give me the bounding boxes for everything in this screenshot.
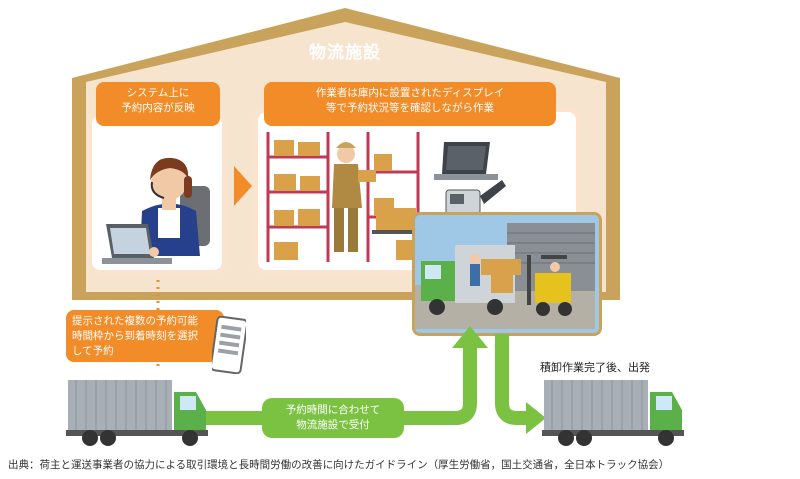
warehouse-worker-illustration — [266, 132, 506, 262]
callout-system-reflect: システム上に 予約内容が反映 — [96, 82, 220, 126]
callout-reservation-line3: して予約 — [72, 345, 114, 357]
callout-worker-display: 作業者は庫内に設置されたディスプレイ 等で予約状況等を確認しながら作業 — [264, 82, 556, 126]
loading-dock-scene — [412, 212, 602, 336]
callout-worker-display-line1: 作業者は庫内に設置されたディスプレイ — [315, 87, 505, 99]
callout-worker-display-line2: 等で予約状況等を確認しながら作業 — [326, 102, 494, 114]
callout-system-reflect-line1: システム上に — [126, 87, 190, 99]
departure-label: 積卸作業完了後、出発 — [540, 361, 650, 374]
operator-panel — [88, 112, 226, 274]
forklift-illustration — [415, 223, 595, 329]
callout-system-reflect-line2: 予約内容が反映 — [121, 102, 195, 114]
callout-arrival-line1: 予約時間に合わせて — [285, 404, 381, 416]
smartphone-icon — [212, 316, 246, 374]
callout-reservation-line1: 提示された複数の予約可能 — [72, 315, 198, 327]
facility-title: 物流施設 — [309, 43, 381, 63]
handheld-scanner-icon — [445, 180, 506, 215]
source-note: 出典：荷主と運送事業者の協力による取引環境と長時間労働の改善に向けたガイドライン… — [8, 459, 670, 471]
arrival-arrow — [200, 346, 477, 425]
callout-reservation-line2: 時間枠から到着時刻を選択 — [72, 330, 198, 342]
callout-reservation: 提示された複数の予約可能 時間枠から到着時刻を選択 して予約 — [66, 310, 224, 362]
departing-truck-icon — [542, 380, 684, 446]
truck-icon — [66, 380, 208, 446]
departure-arrow — [495, 334, 528, 425]
callout-arrival: 予約時間に合わせて 物流施設で受付 — [262, 398, 404, 438]
operator-illustration — [102, 157, 210, 264]
callout-arrival-line2: 物流施設で受付 — [296, 419, 370, 431]
flow-arrow — [234, 166, 252, 206]
